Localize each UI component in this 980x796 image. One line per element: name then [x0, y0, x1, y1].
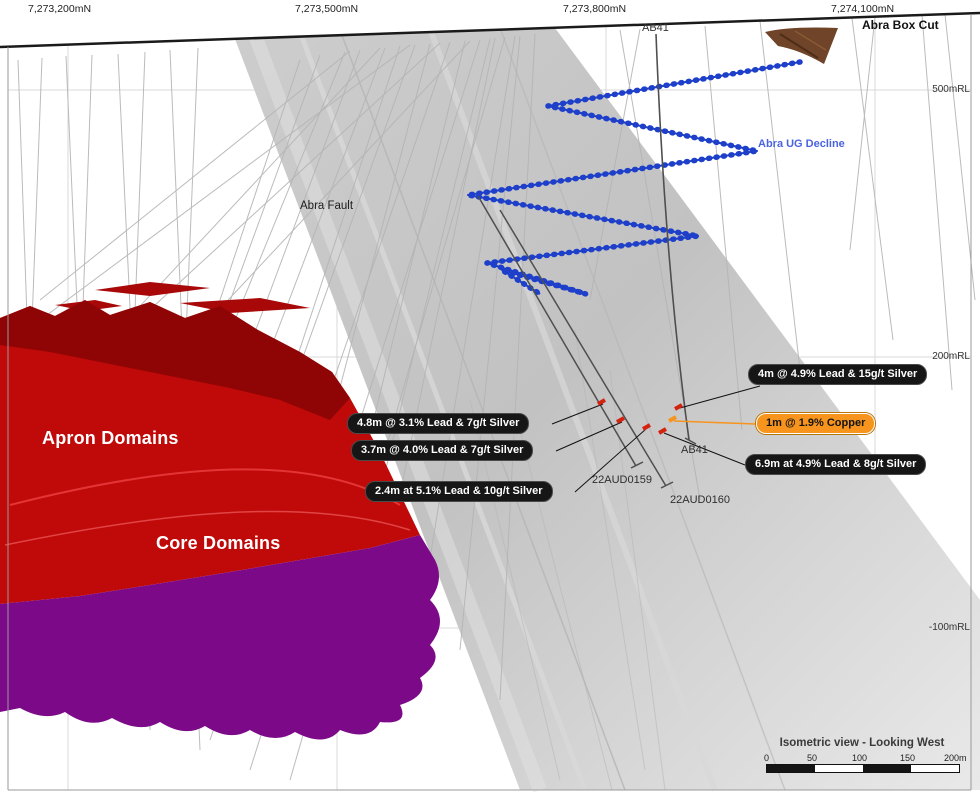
figure-frame — [0, 11, 980, 791]
scale-segment — [863, 765, 911, 772]
callout-4-8m-lead-silver: 4.8m @ 3.1% Lead & 7g/t Silver — [347, 413, 530, 434]
elevation-label-500: 500mRL — [932, 84, 970, 95]
callout-leaders — [551, 385, 761, 493]
scale-segment — [815, 765, 863, 772]
scale-tick-150: 150 — [900, 753, 916, 763]
scale-segment — [911, 765, 959, 772]
callout-1m-copper: 1m @ 1.9% Copper — [756, 413, 876, 434]
callout-4m-lead-silver: 4m @ 4.9% Lead & 15g/t Silver — [748, 364, 928, 385]
ab41-collar-label: AB41 — [642, 22, 669, 34]
scale-tick-200: 200m — [944, 753, 967, 763]
callout-6-9m-lead-silver: 6.9m at 4.9% Lead & 8g/t Silver — [745, 454, 927, 475]
decline-path — [465, 59, 803, 297]
apron-domains-label: Apron Domains — [42, 428, 179, 448]
northing-label-2: 7,273,500mN — [295, 3, 359, 15]
scale-tick-0: 0 — [764, 753, 770, 763]
box-cut-label: Abra Box Cut — [862, 18, 939, 32]
core-domains-label: Core Domains — [156, 533, 281, 553]
northing-label-4: 7,274,100mN — [831, 3, 895, 15]
elevation-label-200: 200mRL — [932, 351, 970, 362]
intercept-markers — [597, 398, 683, 435]
scale-tick-50: 50 — [807, 753, 818, 763]
scale-segment — [767, 765, 815, 772]
northing-label-1: 7,273,200mN — [28, 3, 92, 15]
callout-2-4m-lead-silver: 2.4m at 5.1% Lead & 10g/t Silver — [365, 481, 553, 502]
callout-3-7m-lead-silver: 3.7m @ 4.0% Lead & 7g/t Silver — [351, 440, 534, 461]
hole-22aud0160-label: 22AUD0160 — [670, 494, 730, 506]
hole-22aud0159-label: 22AUD0159 — [592, 474, 652, 486]
fault-label: Abra Fault — [300, 200, 354, 212]
abra-fault-plane — [235, 27, 980, 793]
elevation-label-m100: -100mRL — [928, 622, 970, 633]
scale-tick-100: 100 — [852, 753, 868, 763]
view-orientation-label: Isometric view - Looking West — [779, 737, 945, 749]
decline-label: Abra UG Decline — [758, 138, 845, 150]
scale-bar-labels: 0 50 100 150 200m — [764, 753, 967, 764]
core-domain-shape — [0, 535, 440, 740]
northing-label-3: 7,273,800mN — [563, 3, 627, 15]
box-cut-shape — [765, 27, 838, 64]
scale-bar-segments — [766, 764, 960, 773]
apron-domain-shape — [0, 282, 420, 604]
scale-bar: 0 50 100 150 200m — [764, 753, 967, 773]
named-drillholes — [477, 33, 697, 489]
ab41-hole-label: AB41 — [681, 444, 708, 456]
